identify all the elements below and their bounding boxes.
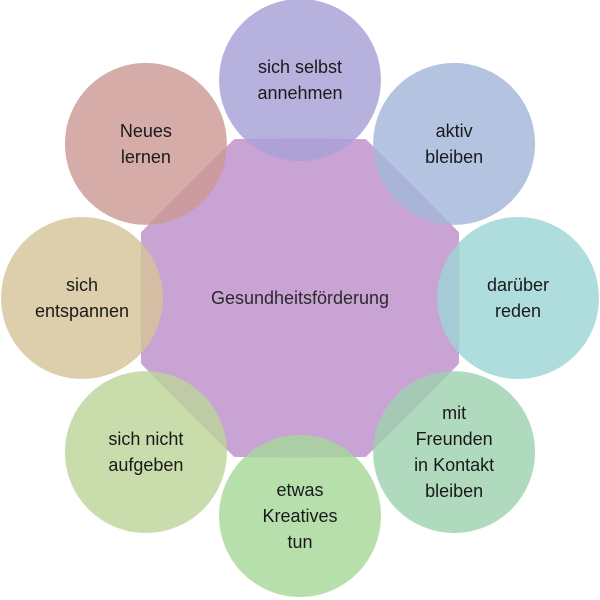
node-circle-sich-nicht-aufgeben — [64, 371, 227, 534]
node-label-sich-selbst-annehmen: sich selbst annehmen — [257, 57, 342, 103]
center-label: Gesundheitsförderung — [211, 288, 389, 308]
node-label-line: reden — [495, 301, 541, 321]
node-circle-sich-selbst-annehmen — [219, 0, 381, 161]
node-circle-mit-freunden-in-kontakt-bleiben — [373, 371, 536, 534]
node-label-darueber-reden: darüber reden — [487, 275, 549, 321]
node-label-line: in Kontakt — [414, 455, 494, 475]
node-label-line: sich selbst — [258, 57, 342, 77]
node-label-line: entspannen — [35, 301, 129, 321]
node-label-line: Kreatives — [262, 506, 337, 526]
node-label-line: annehmen — [257, 83, 342, 103]
node-label-neues-lernen: Neues lernen — [120, 121, 172, 167]
node-label-line: aktiv — [436, 121, 473, 141]
node-circle-neues-lernen — [64, 62, 227, 225]
node-label-line: lernen — [121, 147, 171, 167]
node-label-line: sich — [66, 275, 98, 295]
node-circle-sich-entspannen — [1, 217, 163, 379]
node-label-line: etwas — [276, 480, 323, 500]
node-label-line: mit — [442, 403, 466, 423]
node-label-aktiv-bleiben: aktiv bleiben — [425, 121, 483, 167]
node-label-line: Freunden — [416, 429, 493, 449]
node-label-line: tun — [287, 532, 312, 552]
node-label-line: bleiben — [425, 147, 483, 167]
center-shape — [140, 138, 460, 458]
node-label-sich-entspannen: sich entspannen — [35, 275, 129, 321]
node-label-line: bleiben — [425, 481, 483, 501]
node-label-line: aufgeben — [108, 455, 183, 475]
node-circle-darueber-reden — [437, 217, 599, 379]
node-circle-aktiv-bleiben — [373, 62, 536, 225]
node-label-line: darüber — [487, 275, 549, 295]
node-label-sich-nicht-aufgeben: sich nicht aufgeben — [108, 429, 183, 475]
node-label-line: sich nicht — [108, 429, 183, 449]
node-label-line: Neues — [120, 121, 172, 141]
node-circle-etwas-kreatives-tun — [219, 435, 381, 597]
